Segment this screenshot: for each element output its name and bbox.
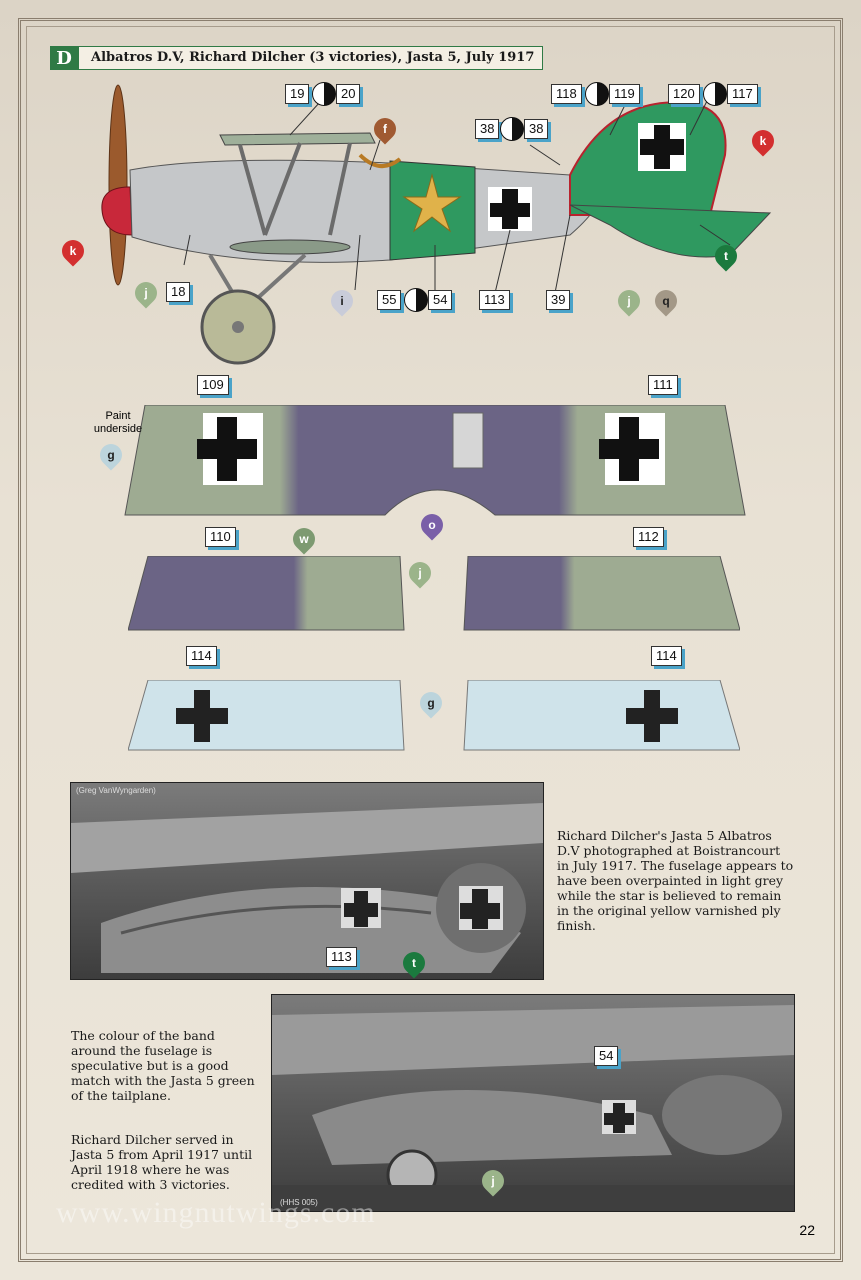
yin-yang-marker [703, 82, 727, 106]
service-note: Richard Dilcher served in Jasta 5 from A… [71, 1132, 253, 1192]
yin-yang-marker [585, 82, 609, 106]
archive-photo-1 [70, 782, 544, 980]
paint-drop-f: f [369, 113, 401, 145]
paint-drop-t: t [398, 947, 430, 979]
callout-18: 18 [166, 282, 191, 302]
propeller [108, 84, 128, 286]
paint-drop-q: q [650, 285, 682, 317]
paint-drop-g: g [95, 439, 127, 471]
callout-117: 117 [727, 84, 758, 104]
paint-drop-k: k [57, 235, 89, 267]
paint-underside-label: Paint underside [93, 410, 143, 435]
callout-39: 39 [546, 290, 571, 310]
yin-yang-marker [312, 82, 336, 106]
side-profile-drawing [101, 84, 772, 365]
callout-120: 120 [668, 84, 700, 104]
website-watermark: www.wingnutwings.com [56, 1196, 376, 1229]
callout-114: 114 [651, 646, 682, 666]
lower-wings-underside [128, 680, 740, 751]
callout-20: 20 [336, 84, 361, 104]
paint-drop-j: j [130, 277, 162, 309]
callout-38b: 38 [524, 119, 549, 139]
page-border-inner [26, 26, 835, 1254]
callout-110: 110 [205, 527, 236, 547]
paint-drop-i: i [326, 285, 358, 317]
paint-drop-j: j [404, 557, 436, 589]
callout-113: 113 [479, 290, 510, 310]
photo-credit: (Greg VanWyngarden) [76, 786, 156, 795]
profile-title-bar: D Albatros D.V, Richard Dilcher (3 victo… [50, 46, 544, 70]
profile-letter: D [50, 46, 78, 70]
lower-wing [229, 239, 351, 255]
callout-109: 109 [197, 375, 229, 395]
photo-credit: (HHS 005) [280, 1198, 318, 1207]
lower-wings-upper-surface [128, 556, 740, 631]
band-note: The colour of the band around the fusela… [71, 1028, 255, 1103]
gold-star [402, 173, 462, 233]
callout-55: 55 [377, 290, 402, 310]
callout-114: 114 [186, 646, 217, 666]
callout-111: 111 [648, 375, 678, 395]
paint-drop-w: w [288, 523, 320, 555]
paint-drop-t: t [710, 240, 742, 272]
photo-callout-54: 54 [594, 1046, 619, 1066]
profile-title: Albatros D.V, Richard Dilcher (3 victori… [78, 46, 544, 70]
photo-callout-113: 113 [326, 947, 357, 967]
page-number: 22 [799, 1222, 815, 1238]
archive-photo-2 [271, 994, 795, 1212]
callout-118: 118 [551, 84, 582, 104]
callout-38a: 38 [475, 119, 500, 139]
yin-yang-marker [500, 117, 524, 141]
yin-yang-marker [404, 288, 428, 312]
page-border [18, 18, 843, 1262]
upper-wing-plan [124, 405, 746, 516]
callout-19: 19 [285, 84, 310, 104]
photo-caption: Richard Dilcher's Jasta 5 Albatros D.V p… [557, 828, 794, 933]
paint-drop-j: j [477, 1165, 509, 1197]
paint-drop-j: j [613, 285, 645, 317]
callout-112: 112 [633, 527, 664, 547]
paint-drop-k: k [747, 125, 779, 157]
tailplane [569, 204, 772, 258]
spinner [101, 186, 133, 236]
paint-drop-g: g [415, 687, 447, 719]
callout-119: 119 [609, 84, 640, 104]
paint-drop-o: o [416, 509, 448, 541]
callout-54: 54 [428, 290, 453, 310]
upper-wing-section [219, 132, 376, 146]
